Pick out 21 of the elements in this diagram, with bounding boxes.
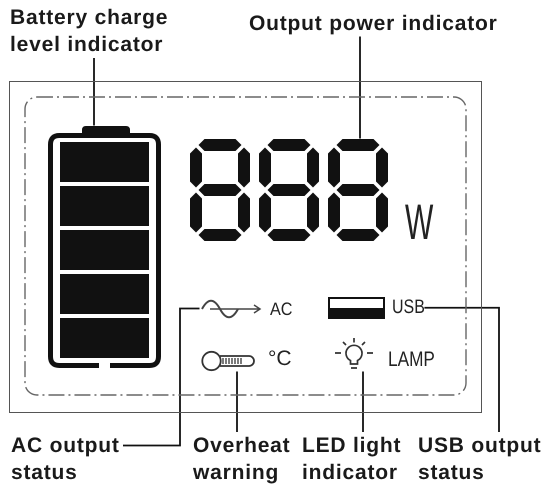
lcd-label: W (405, 196, 434, 246)
lcd-label: °C (268, 348, 292, 370)
lcd-label: LAMP (388, 349, 435, 370)
callout-label: Battery charge level indicator (10, 4, 172, 58)
leader-line (93, 58, 95, 126)
lcd-label: USB (392, 298, 424, 318)
leader-line (359, 36, 361, 138)
sine-wave-icon (200, 298, 262, 318)
thermometer-icon (200, 350, 256, 372)
leader-line (236, 372, 238, 432)
callout-label: LED light indicator (302, 432, 405, 486)
callout-label: Output power indicator (249, 10, 498, 36)
light-bulb-icon (334, 336, 374, 372)
seven-segment-display (190, 138, 388, 240)
callout-label: Overheat warning (193, 432, 293, 486)
callout-label: USB output status (418, 432, 544, 486)
callout-label: AC output status (11, 432, 123, 486)
leader-line (362, 372, 364, 432)
leader-line (123, 308, 200, 446)
leader-line (424, 306, 500, 432)
lcd-label: AC (270, 300, 293, 318)
